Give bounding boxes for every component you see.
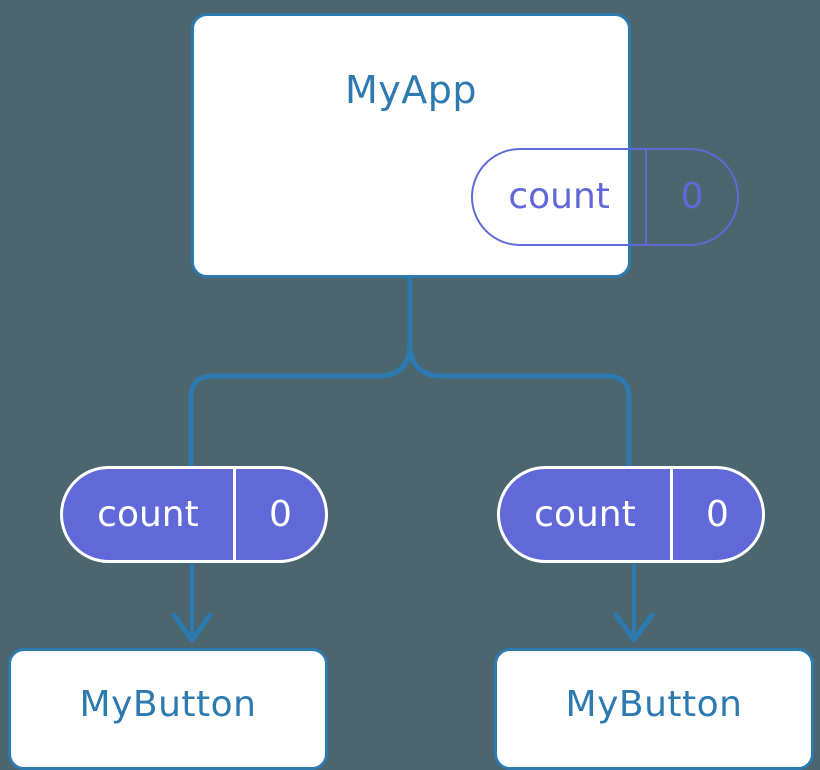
component-card-mybutton-2[interactable]: MyButton <box>494 648 814 770</box>
state-key: count <box>63 469 236 560</box>
state-pill-branch-1[interactable]: count 0 <box>60 466 328 563</box>
arrow-left-head-icon <box>171 612 213 643</box>
state-value: 0 <box>706 493 729 535</box>
state-pill-branch-2[interactable]: count 0 <box>497 466 765 563</box>
state-key: count <box>500 469 673 560</box>
fork-left-curve <box>213 347 413 379</box>
state-pill-root[interactable]: count 0 <box>471 148 739 246</box>
component-card-mybutton-1[interactable]: MyButton <box>8 648 328 770</box>
arrow-right-head-icon <box>613 612 655 643</box>
component-title: MyApp <box>344 68 477 112</box>
fork-right-curve <box>407 347 607 379</box>
branch-right <box>606 373 632 470</box>
component-title: MyButton <box>565 684 743 725</box>
component-title: MyButton <box>79 684 257 725</box>
component-card-myapp[interactable]: MyApp count 0 <box>191 13 739 278</box>
state-value: 0 <box>269 493 292 535</box>
state-key: count <box>473 150 648 244</box>
state-value: 0 <box>680 176 704 217</box>
branch-left <box>188 373 214 470</box>
